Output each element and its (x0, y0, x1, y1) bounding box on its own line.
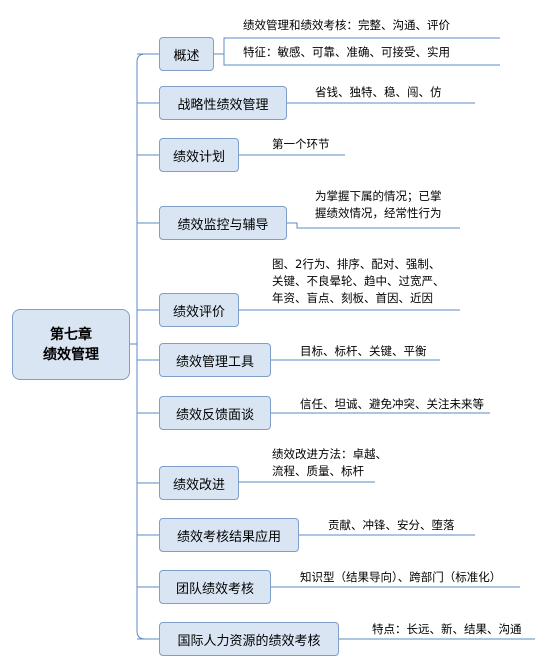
branch-note: 特征：敏感、可靠、准确、可接受、实用 (243, 44, 450, 61)
branch-label: 国际人力资源的绩效考核 (177, 633, 321, 649)
root-node[interactable]: 第七章 绩效管理 (12, 309, 130, 380)
branch-note-line: 关键、不良晕轮、趋中、过宽严、 (272, 274, 445, 288)
branch-note: 第一个环节 (272, 136, 330, 153)
branch-note-line: 特点：长远、新、结果、沟通 (372, 622, 522, 636)
branch-note-line: 特征：敏感、可靠、准确、可接受、实用 (243, 45, 450, 59)
branch-node[interactable]: 绩效改进 (159, 466, 239, 500)
branch-note-line: 省钱、独特、稳、闯、仿 (315, 85, 442, 99)
branch-label: 概述 (173, 48, 200, 64)
branch-node[interactable]: 绩效管理工具 (159, 343, 271, 377)
branch-note: 图、2行为、排序、配对、强制、关键、不良晕轮、趋中、过宽严、年资、盲点、刻板、首… (272, 256, 445, 307)
branch-note: 绩效管理和绩效考核：完整、沟通、评价 (243, 17, 450, 34)
branch-label: 绩效监控与辅导 (177, 217, 269, 233)
branch-note-line: 信任、坦诚、避免冲突、关注未来等 (300, 397, 484, 411)
branch-note-line: 目标、标杆、关键、平衡 (300, 344, 427, 358)
note-underline (287, 222, 460, 229)
branch-label: 战略性绩效管理 (177, 97, 269, 113)
branch-node[interactable]: 战略性绩效管理 (159, 86, 287, 120)
trunk-line (136, 53, 146, 640)
branch-node[interactable]: 绩效监控与辅导 (159, 206, 287, 240)
branch-node[interactable]: 绩效考核结果应用 (159, 518, 299, 552)
branch-note: 为掌握下属的情况；已掌握绩效情况，经常性行为 (315, 188, 442, 222)
branch-note: 特点：长远、新、结果、沟通 (372, 621, 522, 638)
branch-note: 绩效改进方法：卓越、流程、质量、标杆 (272, 446, 387, 480)
branch-label: 绩效改进 (172, 477, 225, 493)
branch-note-line: 年资、盲点、刻板、首因、近因 (272, 291, 433, 305)
branch-node[interactable]: 绩效计划 (159, 138, 239, 172)
branch-label: 绩效考核结果应用 (176, 529, 281, 545)
branch-note-line: 握绩效情况，经常性行为 (315, 206, 442, 220)
branch-note-line: 知识型（结果导向）、跨部门（标准化） (300, 570, 502, 584)
branch-note-line: 绩效改进方法：卓越、 (272, 447, 387, 461)
branch-label: 团队绩效考核 (175, 581, 254, 597)
branch-note: 省钱、独特、稳、闯、仿 (315, 84, 442, 101)
branch-note: 信任、坦诚、避免冲突、关注未来等 (300, 396, 484, 413)
branch-node[interactable]: 绩效评价 (159, 293, 239, 327)
branch-node[interactable]: 概述 (159, 37, 214, 71)
branch-node[interactable]: 国际人力资源的绩效考核 (159, 622, 339, 656)
branch-label: 绩效管理工具 (175, 354, 254, 370)
branch-label: 绩效反馈面谈 (175, 407, 254, 423)
branch-node[interactable]: 团队绩效考核 (159, 570, 271, 604)
branch-note: 目标、标杆、关键、平衡 (300, 343, 427, 360)
root-title-line-1: 第七章 (50, 326, 92, 343)
root-title-line-2: 绩效管理 (43, 346, 99, 363)
branch-note: 知识型（结果导向）、跨部门（标准化） (300, 569, 501, 586)
branch-note-line: 贡献、冲锋、安分、堕落 (328, 518, 455, 532)
branch-note: 贡献、冲锋、安分、堕落 (328, 517, 455, 534)
branch-note-line: 为掌握下属的情况；已掌 (315, 189, 442, 203)
branch-note-line: 流程、质量、标杆 (272, 464, 364, 478)
branch-note-line: 第一个环节 (272, 137, 330, 151)
branch-label: 绩效评价 (172, 304, 225, 320)
note-underline (214, 53, 500, 66)
branch-node[interactable]: 绩效反馈面谈 (159, 396, 271, 430)
branch-note-line: 绩效管理和绩效考核：完整、沟通、评价 (243, 18, 450, 32)
branch-label: 绩效计划 (172, 149, 225, 165)
branch-note-line: 图、2行为、排序、配对、强制、 (272, 257, 441, 271)
